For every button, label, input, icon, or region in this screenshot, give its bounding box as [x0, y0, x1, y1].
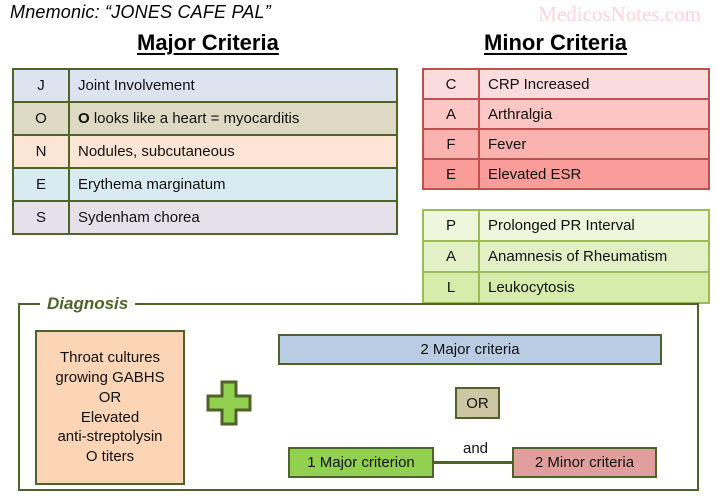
minor-desc-c: CRP Increased: [478, 68, 710, 100]
one-major-criterion-box: 1 Major criterion: [288, 447, 434, 478]
table-row: A Anamnesis of Rheumatism: [422, 240, 710, 273]
major-letter-e: E: [12, 167, 70, 202]
diagnosis-panel: [18, 303, 699, 491]
evidence-box: Throat cultures growing GABHS OR Elevate…: [35, 330, 185, 485]
minor-letter-l: L: [422, 271, 480, 304]
minor-desc-e: Elevated ESR: [478, 158, 710, 190]
evidence-line-6: O titers: [85, 448, 135, 466]
evidence-line-5: anti-streptolysin: [57, 428, 163, 446]
and-connector-label: and: [460, 440, 492, 457]
major-desc-o-rest: looks like a heart = myocarditis: [89, 110, 300, 127]
plus-icon: [206, 380, 252, 426]
major-letter-j: J: [12, 68, 70, 103]
minor-letter-a2: A: [422, 240, 480, 273]
minor-desc-a2: Anamnesis of Rheumatism: [478, 240, 710, 273]
evidence-line-4: Elevated: [80, 408, 140, 426]
major-letter-s: S: [12, 200, 70, 235]
table-row: L Leukocytosis: [422, 271, 710, 304]
and-connector-line: [434, 461, 512, 464]
evidence-line-2: growing GABHS: [55, 368, 165, 386]
major-desc-e: Erythema marginatum: [68, 167, 398, 202]
major-letter-o: O: [12, 101, 70, 136]
table-row: A Arthralgia: [422, 98, 710, 130]
table-row: S Sydenham chorea: [12, 200, 398, 235]
major-desc-o: O looks like a heart = myocarditis: [68, 101, 398, 136]
table-row: C CRP Increased: [422, 68, 710, 100]
major-desc-o-bold: O: [78, 110, 90, 127]
major-criteria-title: Major Criteria: [137, 30, 279, 55]
minor-letter-c: C: [422, 68, 480, 100]
minor-desc-f: Fever: [478, 128, 710, 160]
minor-letter-p: P: [422, 209, 480, 242]
minor-desc-a: Arthralgia: [478, 98, 710, 130]
minor-letter-a: A: [422, 98, 480, 130]
major-desc-s: Sydenham chorea: [68, 200, 398, 235]
major-desc-j: Joint Involvement: [68, 68, 398, 103]
table-row: P Prolonged PR Interval: [422, 209, 710, 242]
minor-criteria-title: Minor Criteria: [484, 30, 628, 55]
minor-desc-l: Leukocytosis: [478, 271, 710, 304]
major-criteria-table: J Joint Involvement O O looks like a hea…: [12, 68, 398, 235]
mnemonic-heading: Mnemonic: “JONES CAFE PAL”: [10, 2, 271, 22]
evidence-box-text: Throat cultures growing GABHS OR Elevate…: [55, 348, 164, 467]
table-row: O O looks like a heart = myocarditis: [12, 101, 398, 136]
minor-letter-e: E: [422, 158, 480, 190]
table-row: F Fever: [422, 128, 710, 160]
evidence-line-3: OR: [98, 388, 122, 406]
table-row: J Joint Involvement: [12, 68, 398, 103]
table-row: E Erythema marginatum: [12, 167, 398, 202]
table-row: E Elevated ESR: [422, 158, 710, 190]
minor-desc-p: Prolonged PR Interval: [478, 209, 710, 242]
two-major-criteria-box: 2 Major criteria: [278, 334, 662, 365]
or-connector-box: OR: [455, 387, 500, 419]
site-watermark: MedicosNotes.com: [538, 2, 701, 26]
two-minor-criteria-box: 2 Minor criteria: [512, 447, 657, 478]
major-letter-n: N: [12, 134, 70, 169]
minor-letter-f: F: [422, 128, 480, 160]
minor-criteria-cafe-table: C CRP Increased A Arthralgia F Fever E E…: [422, 68, 710, 190]
table-row: N Nodules, subcutaneous: [12, 134, 398, 169]
major-desc-n: Nodules, subcutaneous: [68, 134, 398, 169]
diagnosis-legend-label: Diagnosis: [40, 294, 136, 314]
evidence-line-1: Throat cultures: [59, 349, 161, 367]
minor-criteria-pal-table: P Prolonged PR Interval A Anamnesis of R…: [422, 209, 710, 304]
